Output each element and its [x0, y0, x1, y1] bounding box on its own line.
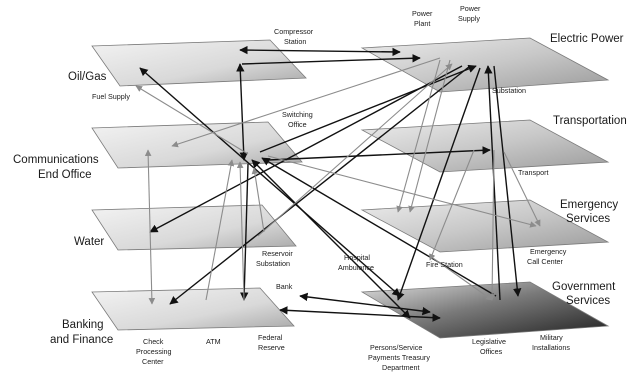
sector-transportation: Transportation	[553, 115, 627, 127]
node-hospital-line2: Ambulance	[338, 263, 374, 272]
node-reservoir-line1: Reservoir	[262, 249, 293, 258]
sector-communications-line1: Communications	[13, 154, 99, 166]
node-atm: ATM	[206, 337, 221, 346]
node-persons-line2: Payments Treasury	[368, 353, 430, 362]
node-emergency-call-line2: Call Center	[527, 257, 564, 266]
arrow-powerplant-oilgas	[171, 57, 441, 148]
node-check-line2: Processing	[136, 347, 172, 356]
node-power-supply-line1: Power	[460, 4, 481, 13]
node-hospital-line1: Hospital	[344, 253, 370, 262]
light-arrows	[135, 57, 541, 305]
sector-banking-line2: and Finance	[50, 334, 113, 346]
plane-electric-power	[360, 37, 610, 93]
sector-emergency-line2: Services	[566, 213, 610, 225]
sector-communications-line2: End Office	[38, 169, 92, 181]
node-legislative-line2: Offices	[480, 347, 503, 356]
planes-right	[360, 37, 610, 339]
arrow-switching-persons	[251, 159, 411, 319]
node-bank: Bank	[276, 282, 293, 291]
sector-electric-power: Electric Power	[550, 33, 624, 45]
sector-banking-line1: Banking	[62, 319, 104, 331]
arrow-substation-fire	[408, 59, 451, 213]
node-persons-line1: Persons/Service	[370, 343, 422, 352]
arrow-federal-persons	[279, 306, 441, 322]
node-fuel-supply: Fuel Supply	[92, 92, 130, 101]
node-check-line1: Check	[143, 337, 164, 346]
arrow-transport-gov	[488, 149, 496, 301]
plane-emergency	[360, 199, 610, 253]
arrow-substation-banking	[169, 65, 471, 305]
node-emergency-call-line1: Emergency	[530, 247, 567, 256]
arrow-oilgas-substation	[241, 54, 421, 65]
arrow-bank-switching	[236, 161, 245, 301]
node-fire-station: Fire Station	[426, 260, 463, 269]
node-power-plant-line2: Plant	[414, 19, 430, 28]
sector-oil-gas: Oil/Gas	[68, 71, 107, 83]
sector-labels: Electric Power Oil/Gas Transportation Co…	[13, 33, 627, 346]
node-check-line3: Center	[142, 357, 164, 366]
arrow-fire-gov	[429, 255, 493, 301]
arrow-switching-transport	[267, 146, 491, 161]
sector-emergency-line1: Emergency	[560, 199, 618, 211]
node-legislative-line1: Legislative	[472, 337, 506, 346]
arrow-compressor-substation	[239, 45, 401, 57]
arrow-transport-emergency	[429, 149, 475, 261]
node-substation: Substation	[492, 86, 526, 95]
node-military-line2: Installations	[532, 343, 570, 352]
sector-government-line1: Government	[552, 281, 616, 293]
arrow-water-switching	[251, 167, 265, 233]
node-switching-line1: Switching	[282, 110, 313, 119]
plane-communications	[91, 121, 303, 169]
arrow-switching-oilgas	[135, 85, 249, 155]
arrow-reservoir-electric	[257, 63, 453, 237]
node-federal-line1: Federal	[258, 333, 283, 342]
sector-water: Water	[74, 236, 104, 248]
arrow-switching-fire	[261, 157, 497, 297]
arrow-powersupply-transport	[396, 59, 441, 213]
node-federal-line2: Reserve	[258, 343, 285, 352]
node-reservoir-line2: Substation	[256, 259, 290, 268]
arrow-substation-gov	[396, 67, 481, 301]
plane-transportation	[360, 119, 610, 173]
arrow-switching-banking	[240, 163, 249, 301]
arrow-comm-banking	[144, 149, 156, 305]
node-switching-line2: Office	[288, 120, 307, 129]
node-military-line1: Military	[540, 333, 563, 342]
plane-banking	[91, 287, 295, 331]
node-compressor-line1: Compressor	[274, 27, 314, 36]
node-transport: Transport	[518, 168, 549, 177]
arrow-substation-water	[149, 65, 463, 233]
node-compressor-line2: Station	[284, 37, 306, 46]
arrow-oilgas-switching	[236, 63, 248, 161]
arrow-transport-callcenter	[503, 151, 541, 227]
node-labels: Compressor Station Power Plant Power Sup…	[92, 4, 570, 372]
arrow-atm-switching	[205, 159, 235, 301]
arrow-switching-emergency	[267, 155, 537, 228]
sector-government-line2: Services	[566, 295, 610, 307]
node-power-supply-line2: Supply	[458, 14, 480, 23]
node-persons-line3: Department	[382, 363, 420, 372]
arrow-switching-substation	[259, 64, 477, 153]
node-power-plant-line1: Power	[412, 9, 433, 18]
arrow-substation-military	[493, 65, 522, 297]
